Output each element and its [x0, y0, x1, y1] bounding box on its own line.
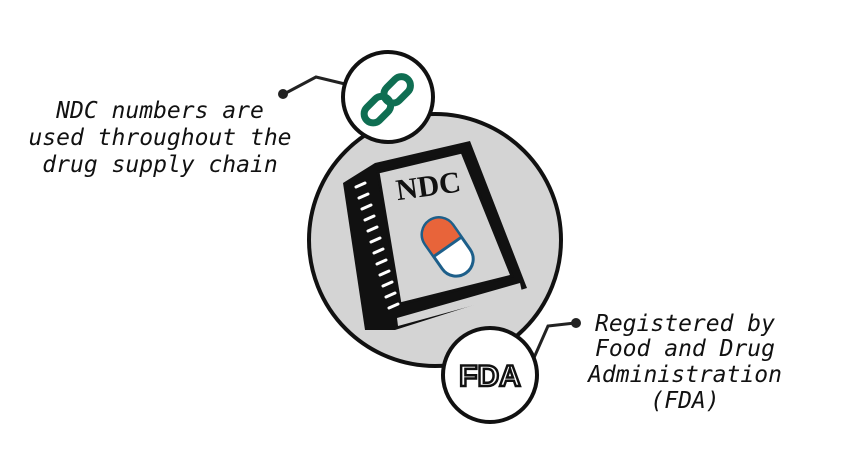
right-caption-line: Registered by: [595, 311, 775, 337]
right-caption-line: Food and Drug: [595, 336, 775, 362]
left-caption-line: used throughout the: [28, 125, 291, 151]
connector-dot-right: [571, 318, 581, 328]
link-icon: [360, 73, 414, 127]
right-caption-line: (FDA): [650, 388, 719, 414]
right-caption: Registered by Food and Drug Administrati…: [586, 311, 782, 414]
fda-logo: FDA: [459, 360, 521, 393]
right-caption-line: Administration: [586, 362, 782, 388]
left-caption: NDC numbers are used throughout the drug…: [28, 98, 291, 178]
connector-left: [283, 75, 346, 96]
book-icon: NDC: [343, 141, 527, 330]
left-caption-line: drug supply chain: [42, 152, 277, 178]
pill-icon: [420, 216, 475, 278]
fda-circle: [441, 326, 539, 424]
left-caption-line: NDC numbers are: [55, 98, 264, 124]
connector-right: [531, 321, 576, 361]
connector-dot-left: [278, 89, 288, 99]
